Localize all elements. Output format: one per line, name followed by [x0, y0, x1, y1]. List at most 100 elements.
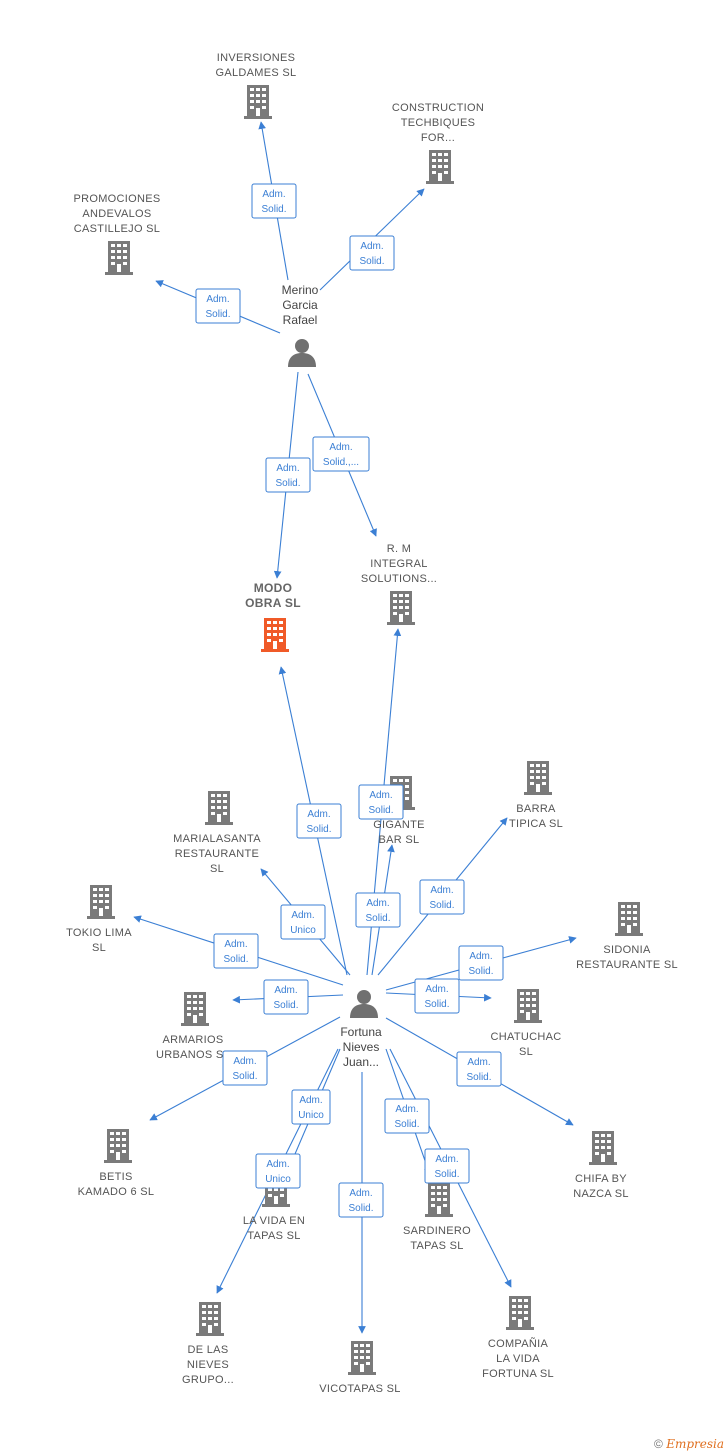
role-badge-lavida[interactable]: Adm. Unico: [291, 1089, 331, 1125]
person-node-fortuna[interactable]: FortunaNievesJuan...: [340, 990, 382, 1069]
company-name-line: CONSTRUCTION: [392, 102, 484, 114]
company-node-construction[interactable]: CONSTRUCTION TECHBIQUES FOR...: [392, 102, 484, 184]
company-name-line: INTEGRAL: [370, 558, 427, 570]
role-badge-vicotapas[interactable]: Adm.Solid.: [338, 1182, 384, 1218]
company-name-line: DE LAS: [188, 1344, 229, 1356]
role-badge-label: Solid.: [368, 805, 393, 816]
role-badge-label: Solid.: [424, 999, 449, 1010]
role-badge-label: Solid.: [275, 478, 300, 489]
company-name-line: BARRA: [516, 803, 556, 815]
role-badge-label: Solid.: [466, 1072, 491, 1083]
company-name-line: FORTUNA SL: [482, 1368, 554, 1380]
building-icon: [589, 1131, 617, 1165]
role-badge-label: Unico: [290, 925, 316, 936]
role-badge-box: [255, 1153, 301, 1189]
building-icon: [425, 1183, 453, 1217]
role-badge-delasnieves[interactable]: Adm.Unico: [255, 1153, 301, 1189]
role-badge-compania[interactable]: Adm.Solid.: [424, 1148, 470, 1184]
role-badge-marialasanta[interactable]: Adm.Unico: [280, 904, 326, 940]
company-name-line: CHATUCHAC: [491, 1031, 562, 1043]
role-badge-box: [338, 1182, 384, 1218]
role-badge-label: Adm.: [349, 1188, 372, 1199]
role-badge-label: Adm.: [206, 294, 229, 305]
role-badge-promociones[interactable]: Adm.Solid.: [195, 288, 241, 324]
company-node-tokio[interactable]: TOKIO LIMA SL: [66, 885, 132, 954]
role-badge-label: Unico: [298, 1110, 324, 1121]
role-badge-sardinero[interactable]: Adm.Solid.: [384, 1098, 430, 1134]
role-badge-rm[interactable]: Adm. Solid.: [358, 784, 404, 820]
company-name-line: GIGANTE: [373, 819, 425, 831]
company-name-line: INVERSIONES: [217, 52, 296, 64]
company-name-line: TECHBIQUES: [401, 117, 476, 129]
company-name-line: URBANOS SL: [156, 1049, 230, 1061]
building-icon: [181, 992, 209, 1026]
role-badge-label: Adm.: [469, 951, 492, 962]
company-name-line: LA VIDA: [496, 1353, 540, 1365]
role-badge-label: Adm.: [360, 241, 383, 252]
company-name-line: CHIFA BY: [575, 1173, 627, 1185]
company-name-line: SL: [92, 942, 106, 954]
role-badge-box: [312, 436, 370, 472]
company-node-vicotapas[interactable]: VICOTAPAS SL: [319, 1341, 400, 1395]
role-badge-box: [280, 904, 326, 940]
company-name-line: TOKIO LIMA: [66, 927, 132, 939]
company-name-line: BAR SL: [379, 834, 420, 846]
company-name-line: FOR...: [421, 132, 455, 144]
role-badge-box: [296, 803, 342, 839]
company-name-line: VICOTAPAS SL: [319, 1383, 400, 1395]
role-badge-armarios[interactable]: Adm.Solid.: [263, 979, 309, 1015]
role-badge-chatuchac[interactable]: Adm.Solid.: [414, 978, 460, 1014]
building-icon: [244, 85, 272, 119]
building-icon: [104, 1129, 132, 1163]
role-badge-label: Solid.: [261, 204, 286, 215]
role-badge-chifa[interactable]: Adm.Solid.: [456, 1051, 502, 1087]
role-badge-label: Adm.: [369, 790, 392, 801]
company-name-line: SIDONIA: [603, 944, 651, 956]
role-badge-betis[interactable]: Adm.Solid.: [222, 1050, 268, 1086]
company-name-line: RESTAURANTE: [175, 848, 259, 860]
role-badge-sidonia[interactable]: Adm. Solid.: [458, 945, 504, 981]
building-icon: [615, 902, 643, 936]
role-badge-gigante[interactable]: Adm.Solid.: [355, 892, 401, 928]
person-name-line: Merino: [282, 283, 319, 297]
company-name-line: NIEVES: [187, 1359, 229, 1371]
role-badge-box: [355, 892, 401, 928]
company-name-line: GRUPO...: [182, 1374, 234, 1386]
role-badge-box: [349, 235, 395, 271]
person-name-line: Garcia: [282, 298, 318, 312]
person-icon: [350, 990, 378, 1018]
role-badge-construction[interactable]: Adm.Solid.: [349, 235, 395, 271]
role-badge-label: Adm.: [299, 1095, 322, 1106]
role-badge-tokio[interactable]: Adm.Solid.: [213, 933, 259, 969]
role-badge-inversiones[interactable]: Adm.Solid.: [251, 183, 297, 219]
company-node-delasnieves[interactable]: DE LAS NIEVES GRUPO...: [182, 1302, 234, 1386]
role-badge-label: Solid.,...: [323, 457, 359, 468]
role-badge-label: Solid.: [434, 1169, 459, 1180]
role-badge-barra[interactable]: Adm.Solid.: [419, 879, 465, 915]
company-node-gigante[interactable]: GIGANTE BAR SL: [373, 776, 425, 846]
role-badge-label: Solid.: [468, 966, 493, 977]
role-badge-modo[interactable]: Adm.Solid.: [296, 803, 342, 839]
role-badge-rm[interactable]: Adm.Solid.,...: [312, 436, 370, 472]
role-badge-modo[interactable]: Adm.Solid.: [265, 457, 311, 493]
role-badge-label: Solid.: [394, 1119, 419, 1130]
company-name-line: R. M: [387, 543, 411, 555]
footer: © Empresia: [654, 1437, 724, 1451]
brand-logo[interactable]: Empresia: [666, 1437, 724, 1451]
company-node-rm[interactable]: R. MINTEGRALSOLUTIONS...: [361, 543, 437, 625]
